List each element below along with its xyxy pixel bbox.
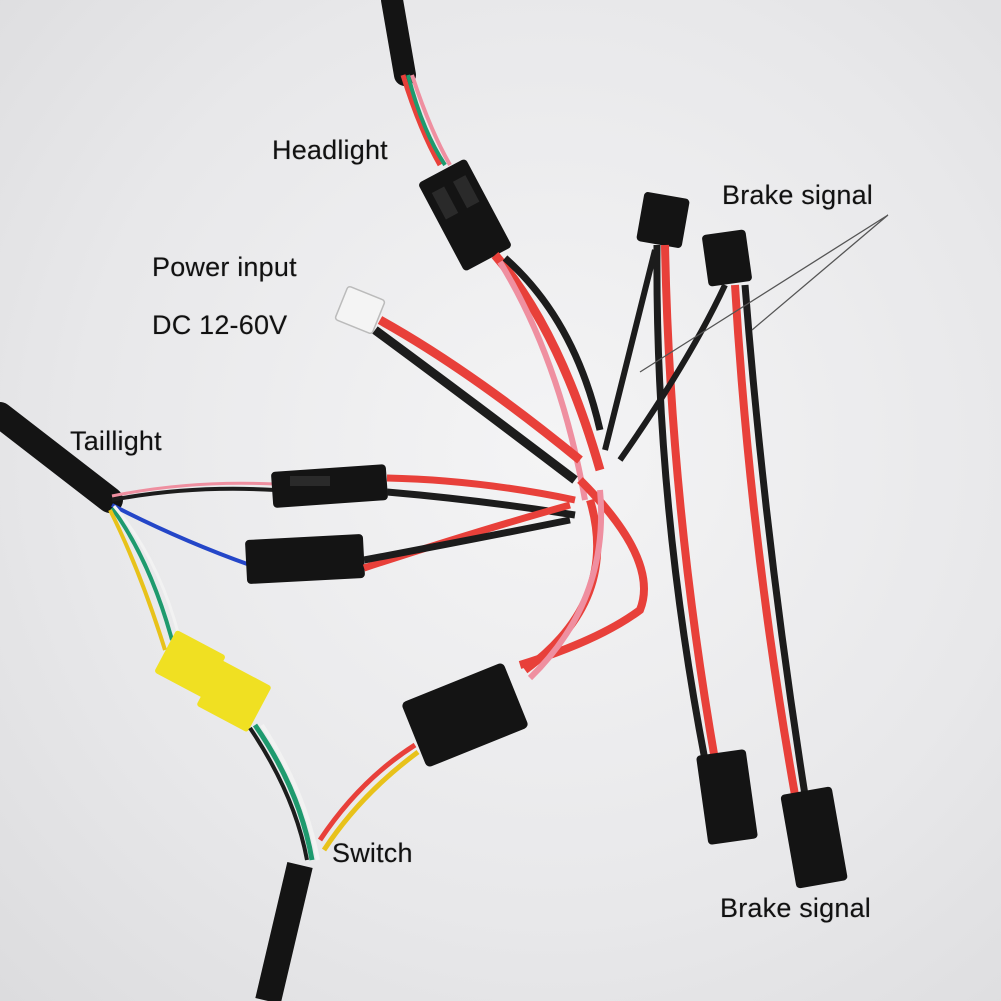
taillight-label: Taillight [70,426,162,456]
switch-label: Switch [332,838,413,868]
taillight-connector-bottom [245,534,365,584]
headlight-cable [381,0,416,86]
brake-signal-top-label: Brake signal [722,180,873,210]
brake-signal-connector-top-right [702,229,752,287]
brake-signal-connector-top-left [636,192,690,248]
headlight-label: Headlight [272,135,388,165]
headlight-wires [400,74,443,167]
brake-signal-connector-bottom-right [780,786,848,889]
power-input-wires [377,316,583,464]
taillight-cable [0,402,123,513]
power-input-label: Power input [152,252,297,282]
power-voltage-label: DC 12-60V [152,310,288,340]
headlight-connector [419,159,511,271]
switch-connector [402,663,528,767]
brake-signal-bottom-label: Brake signal [720,893,871,923]
brake-signal-connector-bottom-left [696,749,758,845]
power-input-connector [334,285,386,335]
switch-cable [255,862,313,1001]
yellow-inline-connector [155,630,271,732]
taillight-connector-top [271,464,388,508]
brake-signal-pointer-lines [639,214,889,373]
wire-hub-loop [518,477,648,669]
